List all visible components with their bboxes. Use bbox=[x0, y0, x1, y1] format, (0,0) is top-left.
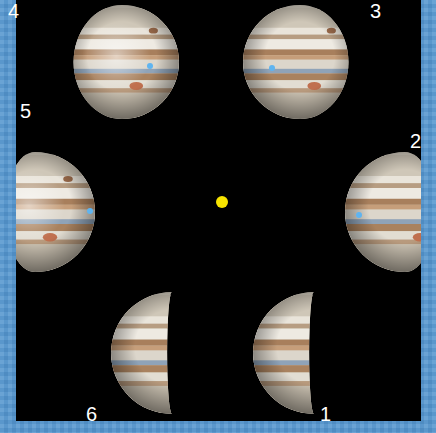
callout-number: 2 bbox=[410, 130, 421, 152]
moon-dot bbox=[147, 63, 153, 69]
jupiter-view bbox=[16, 152, 95, 272]
planet-group bbox=[16, 5, 421, 414]
callout-number: 3 bbox=[370, 0, 381, 22]
sun bbox=[216, 196, 228, 208]
moon-dot bbox=[87, 208, 93, 214]
jupiter-view bbox=[243, 5, 357, 119]
moon-dot bbox=[356, 212, 362, 218]
callout-number: 6 bbox=[86, 403, 97, 425]
jupiter-view bbox=[65, 5, 179, 119]
moon-dot bbox=[269, 65, 275, 71]
jupiter-view bbox=[253, 292, 375, 414]
callout-number: 5 bbox=[20, 100, 31, 122]
jupiter-view bbox=[345, 152, 421, 272]
jupiter-view bbox=[111, 292, 233, 414]
callout-number: 1 bbox=[320, 403, 331, 425]
callout-number: 4 bbox=[8, 0, 19, 22]
